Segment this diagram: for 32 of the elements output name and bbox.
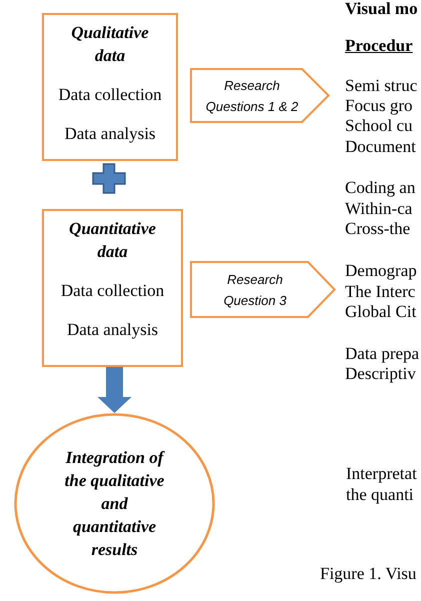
- process-box: [42, 209, 183, 367]
- box-heading: Quantitative data: [68, 218, 157, 263]
- procedure-text: Focus gro: [345, 96, 413, 116]
- box-text: Research Questions 1 & 2: [204, 76, 300, 116]
- title: Visual mo: [345, 0, 418, 18]
- procedure-text: Global Cit: [345, 302, 416, 322]
- box-text: Research Question 3: [222, 270, 288, 310]
- procedure-text: Document: [345, 137, 416, 157]
- procedure-text: the quanti: [346, 485, 414, 505]
- box-text: Data collection: [60, 280, 164, 302]
- block-arrow: [98, 367, 132, 413]
- procedure-text: Data prepa: [345, 344, 420, 364]
- arrow-shaped-box: [190, 68, 330, 123]
- arrow-shaped-box: [190, 261, 336, 318]
- section-heading: Procedur: [345, 36, 413, 56]
- procedure-text: Semi struc: [345, 76, 418, 96]
- process-box: [42, 13, 178, 161]
- box-heading: Qualitative data: [70, 22, 150, 67]
- procedure-text: Cross-the: [345, 219, 410, 239]
- procedure-text: Within-ca: [345, 199, 412, 219]
- procedure-text: Descriptiv: [345, 364, 416, 384]
- procedure-text: Interpretat: [346, 464, 417, 484]
- procedure-text: Demograp: [345, 261, 417, 281]
- procedure-text: Coding an: [345, 178, 416, 198]
- ellipse-text: Integration of the qualitative and quantitative results: [64, 447, 166, 561]
- procedure-text: The Interc: [345, 282, 416, 302]
- box-text: Data analysis: [64, 123, 156, 145]
- box-text: Data analysis: [66, 319, 158, 341]
- result-ellipse: [14, 413, 215, 594]
- procedure-text: School cu: [345, 116, 413, 136]
- caption: Figure 1. Visu: [320, 564, 416, 584]
- box-text: Data collection: [58, 84, 162, 106]
